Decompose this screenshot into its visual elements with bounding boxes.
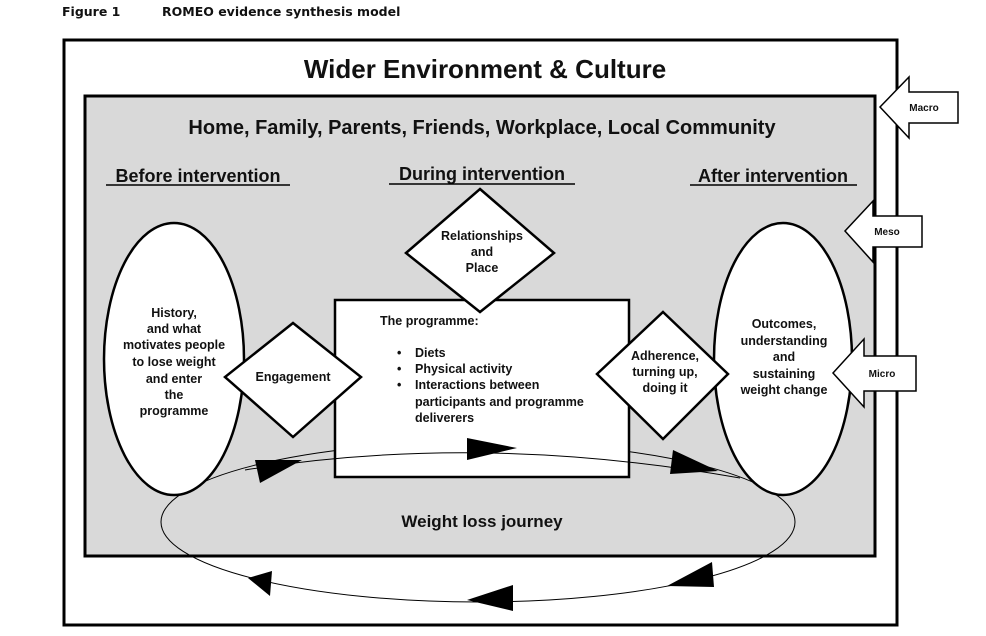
programme-heading: The programme:: [380, 314, 479, 328]
relationships-line: and: [471, 245, 493, 259]
phase-before-heading: Before intervention: [115, 166, 280, 186]
adherence-line: Adherence,: [631, 349, 699, 363]
bullet-dot: •: [397, 346, 401, 360]
after-line: and: [773, 350, 795, 364]
outer-box-title: Wider Environment & Culture: [304, 54, 666, 84]
journey-label: Weight loss journey: [401, 512, 563, 531]
engagement-label: Engagement: [255, 370, 331, 384]
before-ellipse-text: History, and what motivates people to lo…: [123, 306, 225, 418]
journey-arrowhead-icon: [255, 460, 302, 483]
before-ellipse: [102, 221, 246, 497]
programme-bullets: • Diets • Physical activity • Interactio…: [397, 346, 584, 425]
before-line: History,: [151, 306, 197, 320]
meso-label: Meso: [874, 227, 900, 238]
bullet-dot: •: [397, 362, 401, 376]
meso-arrow: Meso: [843, 199, 923, 264]
engagement-diamond: [223, 321, 363, 439]
after-line: understanding: [741, 334, 828, 348]
phase-during-heading: During intervention: [399, 164, 565, 184]
programme-bullet: Interactions between: [415, 378, 539, 392]
journey-arrowhead-icon: [670, 450, 718, 474]
before-line: programme: [140, 404, 209, 418]
before-line: and what: [147, 322, 202, 336]
figure-title: ROMEO evidence synthesis model: [162, 4, 401, 19]
journey-arrowhead-icon: [248, 571, 272, 596]
relationships-line: Relationships: [441, 229, 523, 243]
micro-label: Micro: [869, 369, 896, 380]
relationships-label: Relationships and Place: [441, 229, 523, 275]
after-line: weight change: [740, 383, 828, 397]
programme-bullet: Diets: [415, 346, 446, 360]
figure-caption: Figure 1 ROMEO evidence synthesis model: [62, 4, 400, 19]
adherence-label: Adherence, turning up, doing it: [631, 349, 699, 395]
programme-bullet: Physical activity: [415, 362, 512, 376]
before-line: the: [165, 388, 184, 402]
meso-arrow-shape: [843, 199, 923, 264]
micro-arrow: Micro: [831, 337, 917, 409]
adherence-line: turning up,: [632, 365, 697, 379]
after-line: sustaining: [753, 367, 816, 381]
journey-arrowhead-icon: [667, 562, 714, 587]
macro-label: Macro: [909, 103, 938, 114]
adherence-line: doing it: [642, 381, 688, 395]
before-line: to lose weight: [132, 355, 216, 369]
inner-box-title: Home, Family, Parents, Friends, Workplac…: [188, 117, 776, 139]
before-line: motivates people: [123, 338, 225, 352]
relationships-diamond: [404, 187, 556, 314]
after-line: Outcomes,: [752, 317, 817, 331]
micro-arrow-shape: [831, 337, 917, 409]
journey-arrowhead-icon: [467, 438, 517, 460]
macro-arrow: Macro: [878, 75, 959, 140]
figure-number: Figure 1: [62, 4, 121, 19]
programme-bullet: participants and programme: [415, 395, 584, 409]
before-line: and enter: [146, 372, 202, 386]
bullet-dot: •: [397, 378, 401, 392]
adherence-diamond: [595, 310, 730, 441]
relationships-line: Place: [466, 261, 499, 275]
journey-arrowhead-icon: [467, 585, 513, 611]
phase-after-heading: After intervention: [698, 166, 848, 186]
macro-arrow-shape: [878, 75, 959, 140]
after-ellipse-text: Outcomes, understanding and sustaining w…: [740, 317, 828, 397]
programme-bullet: deliverers: [415, 411, 474, 425]
